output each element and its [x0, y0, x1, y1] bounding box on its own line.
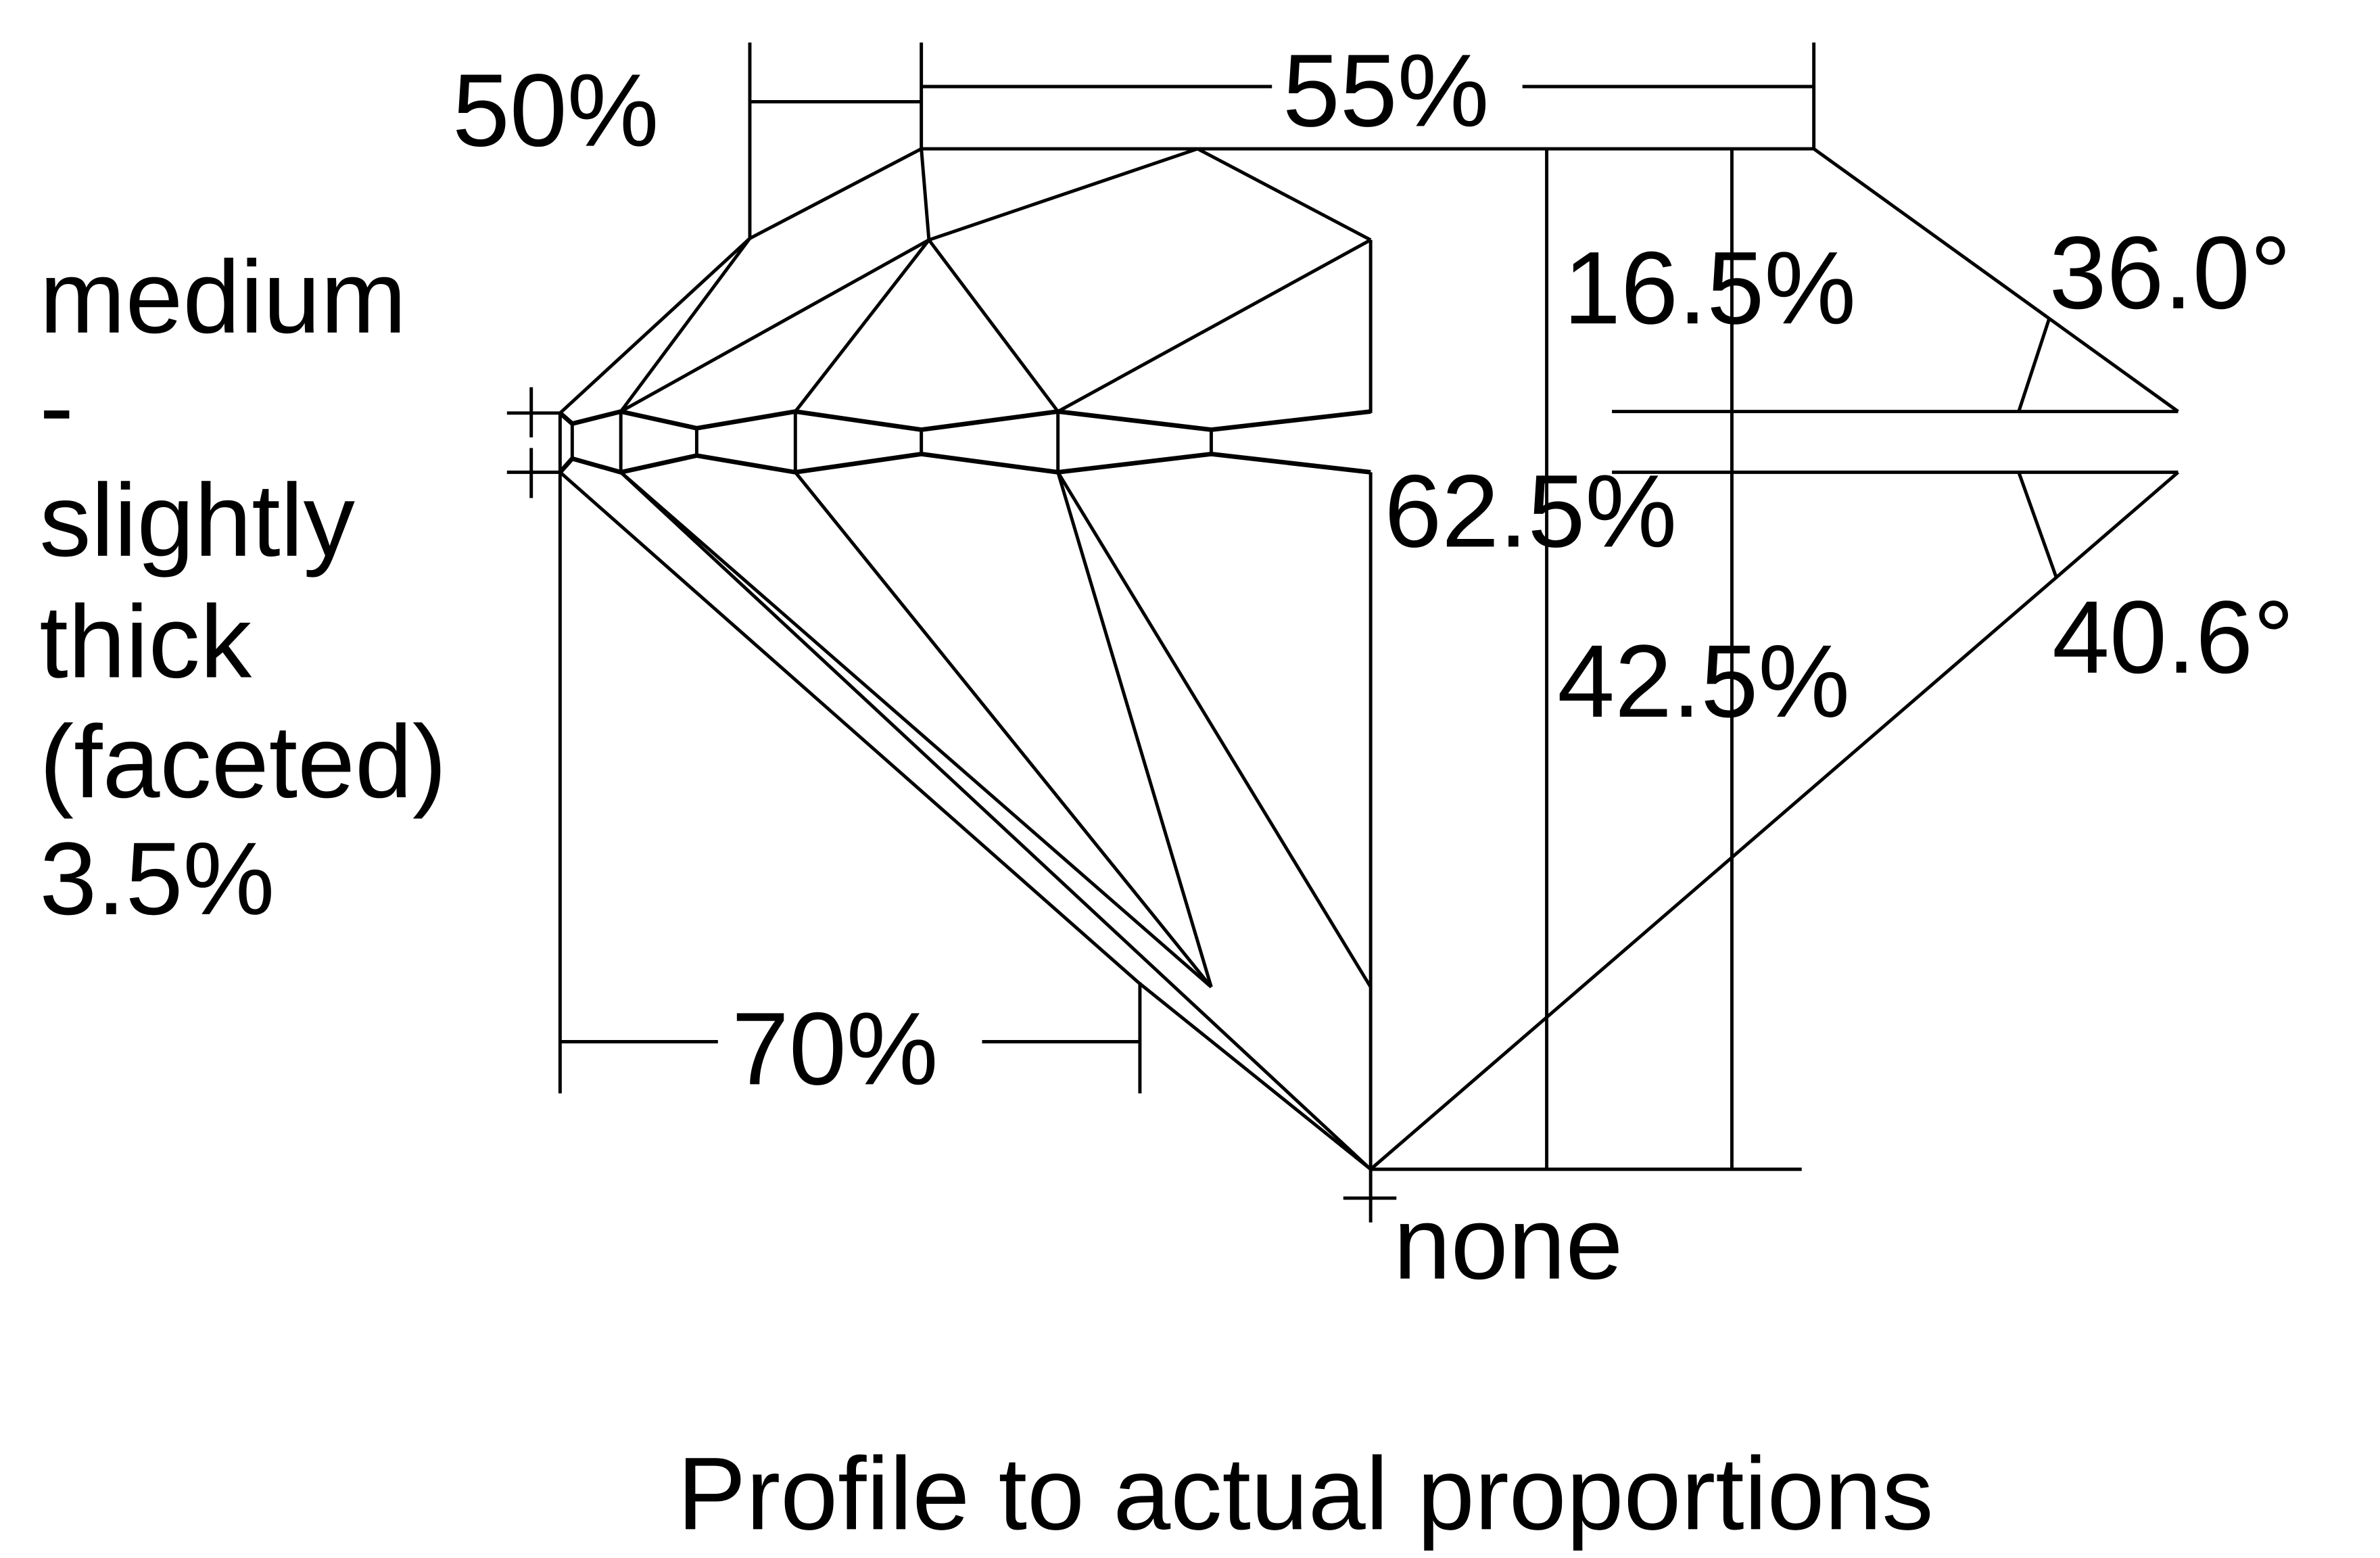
- girdle-line-6: 3.5%: [39, 822, 275, 937]
- star-length-label: 50%: [452, 53, 659, 168]
- diagram-caption: Profile to actual proportions: [677, 1436, 1934, 1551]
- girdle-line-2: -: [39, 349, 74, 464]
- pavilion-depth-label: 42.5%: [1557, 624, 1850, 739]
- culet-label: none: [1394, 1186, 1623, 1301]
- table-label: 55%: [1283, 33, 1489, 148]
- total-depth-label: 62.5%: [1384, 454, 1677, 569]
- crown-facets: [558, 147, 2179, 1170]
- pavilion-angle-label: 40.6°: [2052, 580, 2294, 695]
- girdle-line-3: slightly: [39, 463, 355, 578]
- girdle-description: medium - slightly thick (faceted) 3.5%: [39, 240, 446, 937]
- girdle-line-5: (faceted): [39, 705, 446, 820]
- girdle-line-4: thick: [39, 585, 252, 700]
- crown-height-label: 16.5%: [1563, 231, 1856, 346]
- girdle-line-1: medium: [39, 240, 406, 355]
- girdle-band: [506, 387, 1371, 1093]
- dimension-lines: [560, 42, 2179, 1170]
- lower-half-label: 70%: [732, 991, 938, 1106]
- pavilion-facets: [558, 471, 2180, 1223]
- crown-angle-label: 36.0°: [2049, 216, 2291, 331]
